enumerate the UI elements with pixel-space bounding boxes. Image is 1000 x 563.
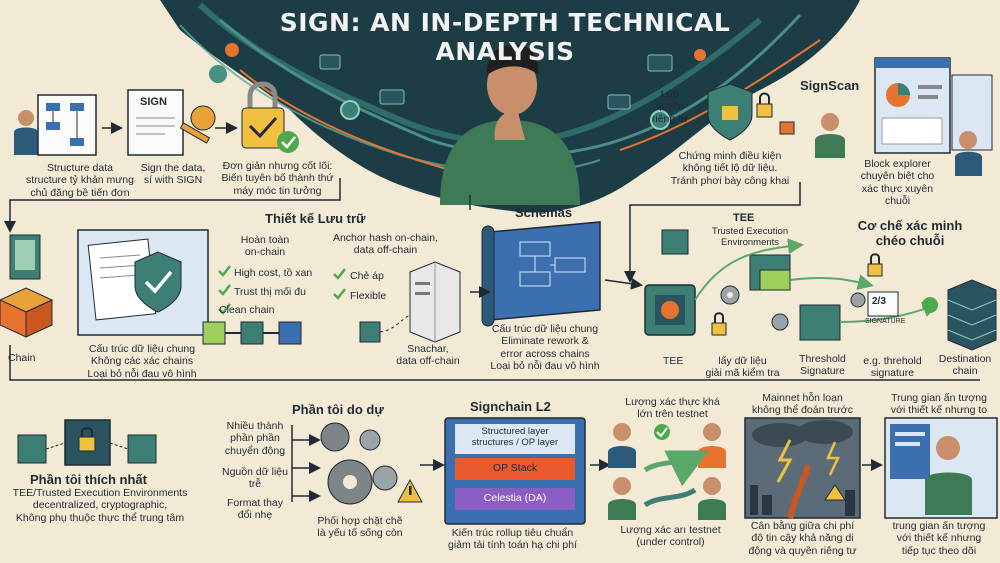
schema-blueprint-icon [481, 221, 601, 327]
risk-item-1: Nhiều thành phần phần chuyển động [224, 420, 286, 457]
destination-chain-label: Destination chain [938, 353, 992, 378]
fetch-data-label: lấy dữ liệu giải mã kiểm tra [705, 355, 780, 380]
risk-title: Phần tôi do dự [292, 402, 384, 417]
schemas-title: Schemas [515, 205, 573, 220]
cross-chain-title: Cơ chế xác minh chéo chuỗi [857, 218, 963, 249]
security-shield-check-icon [134, 251, 182, 313]
tee-label: TEE [663, 355, 684, 367]
signature-badge-label: 2/3 [872, 296, 886, 307]
mainnet-bottom: Cân bằng giữa chi phí độ tin cậy khả năn… [748, 520, 857, 557]
storage-title: Thiết kế Lưu trữ [265, 211, 366, 226]
risk-desc: Phối hợp chặt chẽ là yếu tố sống còn [317, 515, 403, 540]
step-sign-data: Sign the data, sí with SIGN [140, 162, 206, 187]
chain-label: Chain [8, 352, 36, 364]
sign-document-icon [127, 89, 184, 156]
analyst-person-icon [815, 113, 982, 176]
l2-stack-box [444, 417, 586, 525]
tee-subtitle: Trusted Execution Environments [711, 226, 789, 249]
padlock-check-icon [241, 81, 299, 153]
l2-desc: Kiến trúc rollup tiêu chuẩn giảm tải tín… [448, 527, 577, 552]
example-label: e.g. threhold signature [863, 355, 922, 380]
signscan-title: SignScan [800, 78, 860, 93]
privacy-shield-icon [707, 83, 795, 141]
weak-chip-cubes-icon [17, 419, 157, 466]
testnet-top: Lượng xác thực khá lớn trên testnet [625, 396, 720, 421]
weak-desc: TEE/Trusted Execution Environments decen… [12, 487, 188, 524]
chain-stack-icon [0, 234, 54, 338]
hash-chain-icon [359, 314, 411, 343]
risk-item-3: Format thay đổi nhẹ [226, 497, 284, 522]
anchor-title: Anchor hash on-chain, data off-chain [332, 232, 439, 257]
celestia-label: Celestia (DA) [483, 492, 547, 504]
threshold-label: Threshold Signature [799, 353, 846, 378]
privacy-layer-title: Lớp quyền riêng tư [651, 88, 689, 125]
anchor-item-1: Chẻ áp [350, 270, 384, 282]
storm-mainnet-icon [744, 417, 861, 519]
validators-people-icon [608, 423, 726, 520]
weak-title: Phần tôi thích nhất [30, 472, 147, 487]
sign-doc-label: SIGN [140, 96, 167, 108]
person-thinking-icon [440, 45, 580, 205]
warning-icon [397, 478, 423, 503]
onchain-item-1: High cost, tồ xan [234, 267, 313, 279]
tee-top-label: TEE [733, 212, 755, 224]
l2-title: Signchain L2 [470, 399, 551, 414]
l2-layer-label: Structured layer structures / OP layer [471, 426, 559, 449]
server-tower-icon [409, 261, 461, 343]
step-core-trust: Đơn giản nhưng cốt lõi: Biến tuyên bố th… [221, 160, 334, 197]
anchor-item-2: Flexible [350, 290, 387, 302]
onchain-item-3: Clean chain [219, 304, 275, 316]
storage-desc: Cấu trúc dữ liệu chung Không các xác cha… [87, 343, 197, 380]
risk-gears-icon [320, 422, 398, 505]
destination-chain-icon [947, 279, 997, 351]
op-stack-label: OP Stack [492, 462, 538, 474]
key-icon [179, 105, 216, 144]
cube-chain-icon [202, 321, 302, 345]
schemas-desc: Cấu trúc dữ liệu chung Eliminate rework … [490, 323, 600, 373]
step-structure-data: Structure data structure tỷ khản mưng ch… [26, 162, 134, 199]
gear-icon [720, 285, 866, 331]
signature-badge-icon [867, 291, 938, 317]
testnet-bottom: Lượng xác arı testnet (under control) [620, 524, 721, 549]
final-bottom: trung gian ấn tượng với thiết kế nhưng t… [892, 520, 986, 557]
checkmark-icon [218, 265, 346, 315]
signature-badge-sub: SIGNATURE [865, 318, 906, 325]
onchain-title: Hoàn toàn on-chain [240, 234, 290, 259]
final-top: Trung gian ấn tượng với thiết kế nhưng t… [890, 392, 988, 417]
settings-icon [340, 100, 670, 130]
tee-chip-icon [644, 229, 841, 341]
person-laptop-icon [14, 94, 97, 156]
risk-item-2: Nguồn dữ liệu trễ [222, 466, 288, 491]
offchain-label: Snachar, data off-chain [396, 343, 460, 368]
onchain-item-2: Trust thị mối đu [234, 286, 306, 298]
monitor-person-icon [884, 417, 998, 519]
privacy-layer-desc: Chứng minh điều kiện không tiết lộ dữ li… [670, 150, 790, 187]
header-icons [209, 43, 706, 110]
mainnet-top: Mainnet hỗn loạn không thể đoán trước [752, 392, 853, 417]
signscan-desc: Block explorer chuyên biệt cho xác thực … [860, 158, 935, 208]
page-title: SIGN: AN IN-DEPTH TECHNICAL ANALYSIS [279, 8, 731, 66]
lock-icon [711, 253, 883, 336]
